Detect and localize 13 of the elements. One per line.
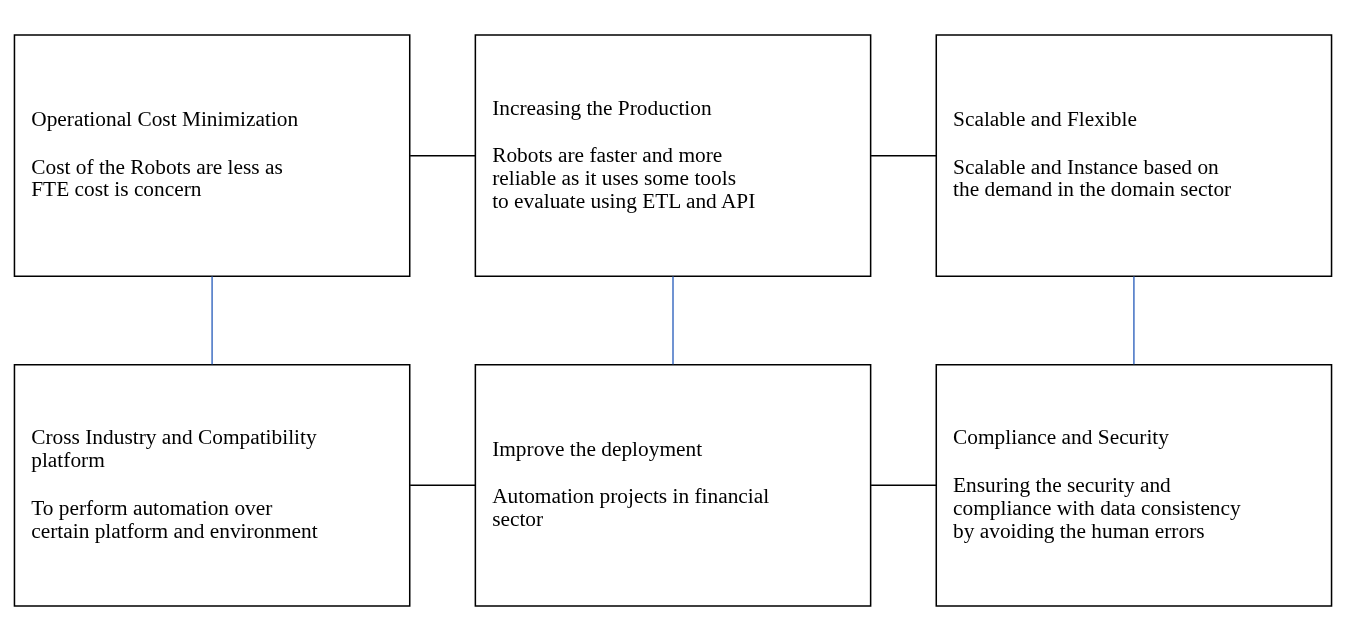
connector <box>1133 275 1135 366</box>
node-box: Cross Industry and Compatibility platform To perform automation over certain platform and environment <box>13 364 411 607</box>
connector <box>870 484 937 487</box>
connector <box>870 154 937 157</box>
node-box: Increasing the Production Robots are faster and more reliable as it uses some tools to evaluate using ETL and API <box>474 34 872 277</box>
connector <box>211 275 213 366</box>
connector <box>409 484 477 487</box>
connector <box>672 275 674 366</box>
connector <box>409 154 477 157</box>
node-box: Improve the deployment Automation projects in financial sector <box>474 364 872 607</box>
node-box: Scalable and Flexible Scalable and Instance based on the demand in the domain sector <box>935 34 1333 277</box>
node-box: Operational Cost Minimization Cost of the Robots are less as FTE cost is concern <box>13 34 411 277</box>
node-box: Compliance and Security Ensuring the security and compliance with data consistency by avoiding the human errors <box>935 364 1333 607</box>
